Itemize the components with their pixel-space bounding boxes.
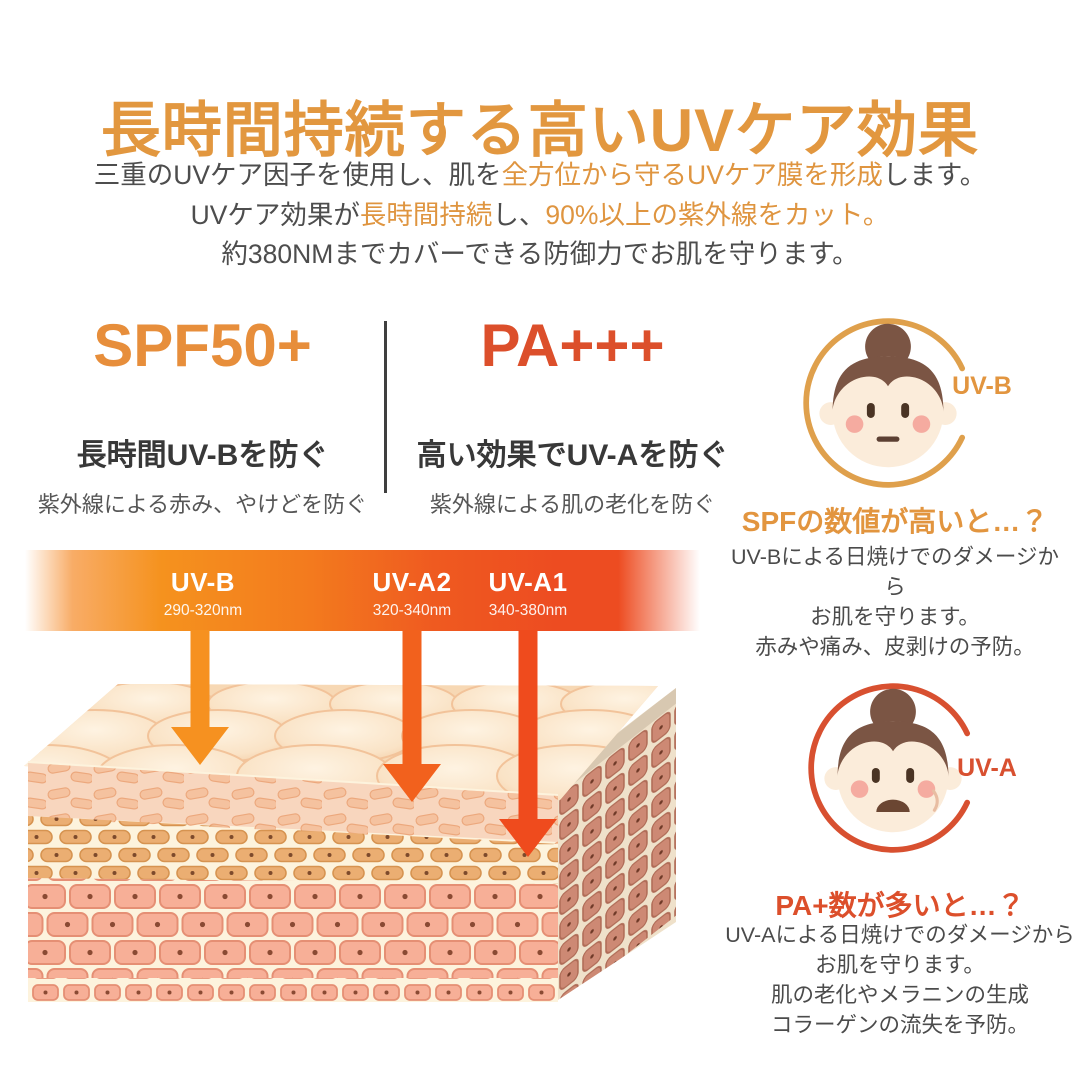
spf-rating-heading: 長時間UV-Bを防ぐ xyxy=(76,439,329,472)
intro-line-1-post: します。 xyxy=(882,160,987,190)
uva-card-heading: PA+数が多いと…？ xyxy=(775,890,1025,921)
uva-card-line-3: 肌の老化やメラニンの生成 xyxy=(770,983,1029,1007)
uv-penetration-arrows xyxy=(171,630,557,857)
uva2-band-name: UV-A2 xyxy=(372,567,452,597)
uva1-band-label: UV-A1 340-380nm xyxy=(488,567,567,620)
uva-card-line-1: UV-Aによる日焼けでのダメージから xyxy=(725,923,1075,947)
uva1-arrow-icon xyxy=(499,630,557,857)
page-title: 長時間持続する高いUVケア効果 xyxy=(100,97,980,165)
uva-card-line-2: お肌を守ります。 xyxy=(815,953,985,977)
intro-line-1-highlight: 全方位から守るUVケア膜を形成 xyxy=(501,160,883,190)
uva2-band-range: 320-340nm xyxy=(372,602,452,619)
uvb-card-heading: SPFの数値が高いと…？ xyxy=(741,506,1049,537)
uva2-band-label: UV-A2 320-340nm xyxy=(372,567,451,620)
uvb-card-line-3: 赤みや痛み、皮剥けの予防。 xyxy=(755,635,1035,659)
spf-rating-subtext: 紫外線による赤み、やけどを防ぐ xyxy=(37,492,368,517)
pa-rating-value: PA+++ xyxy=(480,312,665,379)
intro-line-2-pre: UVケア効果が xyxy=(190,199,360,230)
pa-rating-heading: 高い効果でUV-Aを防ぐ xyxy=(416,439,729,472)
uvb-card-body: UV-Bによる日焼けでのダメージから お肌を守ります。 赤みや痛み、皮剥けの予防… xyxy=(725,542,1065,662)
uvb-arrow-icon xyxy=(171,630,229,765)
uvb-band-name: UV-B xyxy=(170,567,236,597)
intro-line-2-mid: し、 xyxy=(492,199,546,230)
uvb-card-line-2: お肌を守ります。 xyxy=(810,605,980,629)
intro-line-1: 三重のUVケア因子を使用し、肌を全方位から守るUVケア膜を形成します。 xyxy=(0,156,1080,196)
column-divider xyxy=(384,321,387,493)
intro-line-2-highlight-2: 90%以上の紫外線をカット。 xyxy=(545,199,890,230)
uva2-arrow-icon xyxy=(383,630,441,802)
skin-layers-diagram xyxy=(24,630,676,1002)
uvb-badge: UV-B xyxy=(952,372,1012,400)
intro-paragraph: 三重のUVケア因子を使用し、肌を全方位から守るUVケア膜を形成します。 UVケア… xyxy=(0,156,1080,275)
intro-line-1-pre: 三重のUVケア因子を使用し、肌を xyxy=(93,160,502,190)
skin-front-face xyxy=(28,761,558,1002)
uva1-band-name: UV-A1 xyxy=(488,567,568,597)
uva-face-icon xyxy=(808,683,971,853)
intro-line-2-highlight-1: 長時間持続 xyxy=(359,199,493,230)
intro-line-2: UVケア効果が長時間持続し、90%以上の紫外線をカット。 xyxy=(0,196,1080,236)
uv-spectrum-bar xyxy=(25,550,707,631)
intro-line-3: 約380NMまでカバーできる防御力でお肌を守ります。 xyxy=(221,239,859,269)
uva1-band-range: 340-380nm xyxy=(488,602,568,619)
uvb-band-label: UV-B 290-320nm xyxy=(164,567,242,620)
uvb-band-range: 290-320nm xyxy=(163,602,243,619)
uvb-card-line-1: UV-Bによる日焼けでのダメージから xyxy=(731,545,1059,599)
uva-card-line-4: コラーゲンの流失を予防。 xyxy=(770,1013,1029,1037)
pa-rating-subtext: 紫外線による肌の老化を防ぐ xyxy=(429,492,716,517)
uvb-face-icon xyxy=(803,318,966,488)
uva-badge: UV-A xyxy=(957,754,1017,782)
uva-card-body: UV-Aによる日焼けでのダメージから お肌を守ります。 肌の老化やメラニンの生成… xyxy=(725,920,1075,1040)
spf-rating-value: SPF50+ xyxy=(93,312,312,379)
